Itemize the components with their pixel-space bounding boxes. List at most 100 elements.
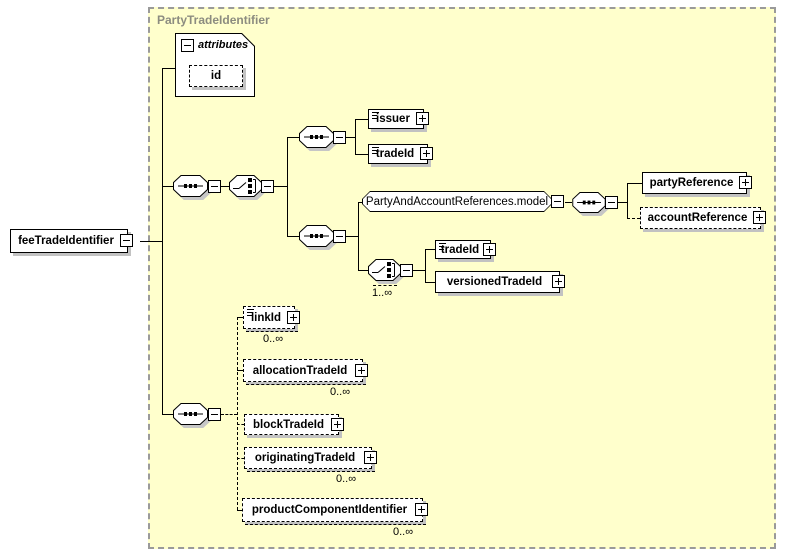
- choice-compositor[interactable]: [368, 259, 401, 286]
- model-group-label: PartyAndAccountReferences.model: [363, 192, 551, 211]
- sequence-icon: [173, 403, 208, 425]
- connector-line: [237, 424, 244, 425]
- expand-button[interactable]: [287, 310, 300, 324]
- connector-line: [346, 137, 355, 138]
- choice-compositor[interactable]: [229, 175, 262, 202]
- expand-button[interactable]: [753, 211, 766, 224]
- connector-line: [221, 414, 237, 415]
- element-tradeId[interactable]: tradeId: [435, 240, 496, 259]
- connector-line: [237, 317, 243, 318]
- connector-line: [627, 183, 628, 219]
- element-accountReference[interactable]: accountReference: [640, 207, 766, 229]
- connector-line: [355, 154, 368, 155]
- connector-line: [221, 186, 229, 187]
- model-group-PartyAndAccountReferences[interactable]: PartyAndAccountReferences.model: [362, 191, 552, 212]
- sequence-compositor[interactable]: [299, 225, 334, 252]
- connector-line: [346, 236, 358, 237]
- connector-line: [162, 186, 173, 187]
- element-partyReference[interactable]: partyReference: [642, 172, 752, 194]
- connector-line: [140, 241, 162, 242]
- collapse-button[interactable]: [261, 180, 274, 193]
- annotation-icon: [439, 243, 446, 250]
- connector-line: [425, 282, 435, 283]
- attribute-id[interactable]: id: [189, 65, 243, 87]
- connector-line: [287, 137, 299, 138]
- sequence-icon: [299, 126, 334, 148]
- sequence-compositor[interactable]: [299, 126, 334, 153]
- element-versionedTradeId[interactable]: versionedTradeId: [435, 271, 565, 293]
- collapse-button[interactable]: [120, 234, 133, 247]
- multi-occurrence-mark: [373, 285, 397, 286]
- collapse-button[interactable]: [605, 196, 618, 209]
- connector-line: [425, 249, 435, 250]
- connector-line: [162, 68, 175, 69]
- sequence-compositor[interactable]: [173, 175, 208, 202]
- element-blockTradeId[interactable]: blockTradeId: [244, 414, 344, 435]
- expand-button[interactable]: [552, 275, 565, 288]
- element-label: tradeId: [375, 148, 415, 160]
- element-tradeId[interactable]: tradeId: [368, 144, 433, 164]
- collapse-button[interactable]: [181, 39, 194, 52]
- collapse-button[interactable]: [208, 180, 221, 193]
- connector-line: [162, 68, 163, 415]
- expand-button[interactable]: [416, 112, 429, 125]
- collapse-button[interactable]: [208, 408, 221, 421]
- expand-button[interactable]: [420, 147, 433, 160]
- sequence-compositor[interactable]: [173, 403, 208, 430]
- element-label: linkId: [250, 311, 282, 324]
- multi-occurrence-mark: [246, 384, 366, 385]
- connector-line: [565, 202, 572, 203]
- connector-line: [237, 370, 243, 371]
- component-title: PartyTradeIdentifier: [157, 13, 270, 27]
- collapse-button[interactable]: [333, 230, 346, 243]
- collapse-button[interactable]: [333, 131, 346, 144]
- connector-line: [237, 458, 244, 459]
- expand-button[interactable]: [331, 417, 344, 431]
- connector-line: [162, 414, 173, 415]
- connector-line: [358, 202, 362, 203]
- connector-line: [627, 183, 642, 184]
- collapse-button[interactable]: [400, 264, 413, 277]
- element-label: versionedTradeId: [446, 276, 543, 288]
- connector-line: [287, 236, 299, 237]
- annotation-icon: [247, 309, 254, 316]
- element-label: productComponentIdentifier: [251, 504, 408, 516]
- expand-button[interactable]: [739, 176, 752, 189]
- sequence-compositor[interactable]: [572, 192, 606, 218]
- element-originatingTradeId[interactable]: originatingTradeId: [244, 447, 377, 469]
- element-label: originatingTradeId: [254, 452, 356, 464]
- multi-occurrence-mark: [246, 331, 298, 332]
- occurrence-label: 1..∞: [372, 287, 393, 299]
- collapse-button[interactable]: [551, 195, 564, 208]
- element-label: feeTradeIdentifier: [18, 235, 114, 247]
- connector-line: [355, 119, 368, 120]
- occurrence-label: 0..∞: [336, 473, 357, 485]
- connector-line: [237, 510, 242, 511]
- connector-line: [627, 218, 640, 219]
- expand-button[interactable]: [364, 451, 377, 464]
- element-allocationTradeId[interactable]: allocationTradeId: [243, 359, 368, 382]
- element-label: partyReference: [649, 177, 734, 189]
- choice-icon: [368, 259, 401, 281]
- multi-occurrence-mark: [247, 471, 375, 472]
- expand-button[interactable]: [483, 242, 496, 256]
- connector-line: [237, 317, 238, 510]
- element-feeTradeIdentifier[interactable]: feeTradeIdentifier: [10, 229, 133, 253]
- annotation-icon: [372, 147, 379, 154]
- expand-button[interactable]: [415, 503, 428, 516]
- connector-line: [618, 202, 627, 203]
- element-label: accountReference: [647, 212, 748, 224]
- sequence-icon: [299, 225, 334, 247]
- attributes-header: attributes: [198, 39, 249, 51]
- occurrence-label: 0..∞: [393, 526, 414, 538]
- element-linkId[interactable]: linkId: [243, 306, 300, 329]
- element-productComponentIdentifier[interactable]: productComponentIdentifier: [242, 498, 428, 522]
- connector-line: [355, 119, 356, 155]
- connector-line: [274, 186, 287, 187]
- connector-line: [413, 270, 425, 271]
- multi-occurrence-mark: [245, 524, 426, 525]
- connector-line: [425, 249, 426, 283]
- expand-button[interactable]: [355, 363, 368, 377]
- element-issuer[interactable]: issuer: [368, 109, 429, 129]
